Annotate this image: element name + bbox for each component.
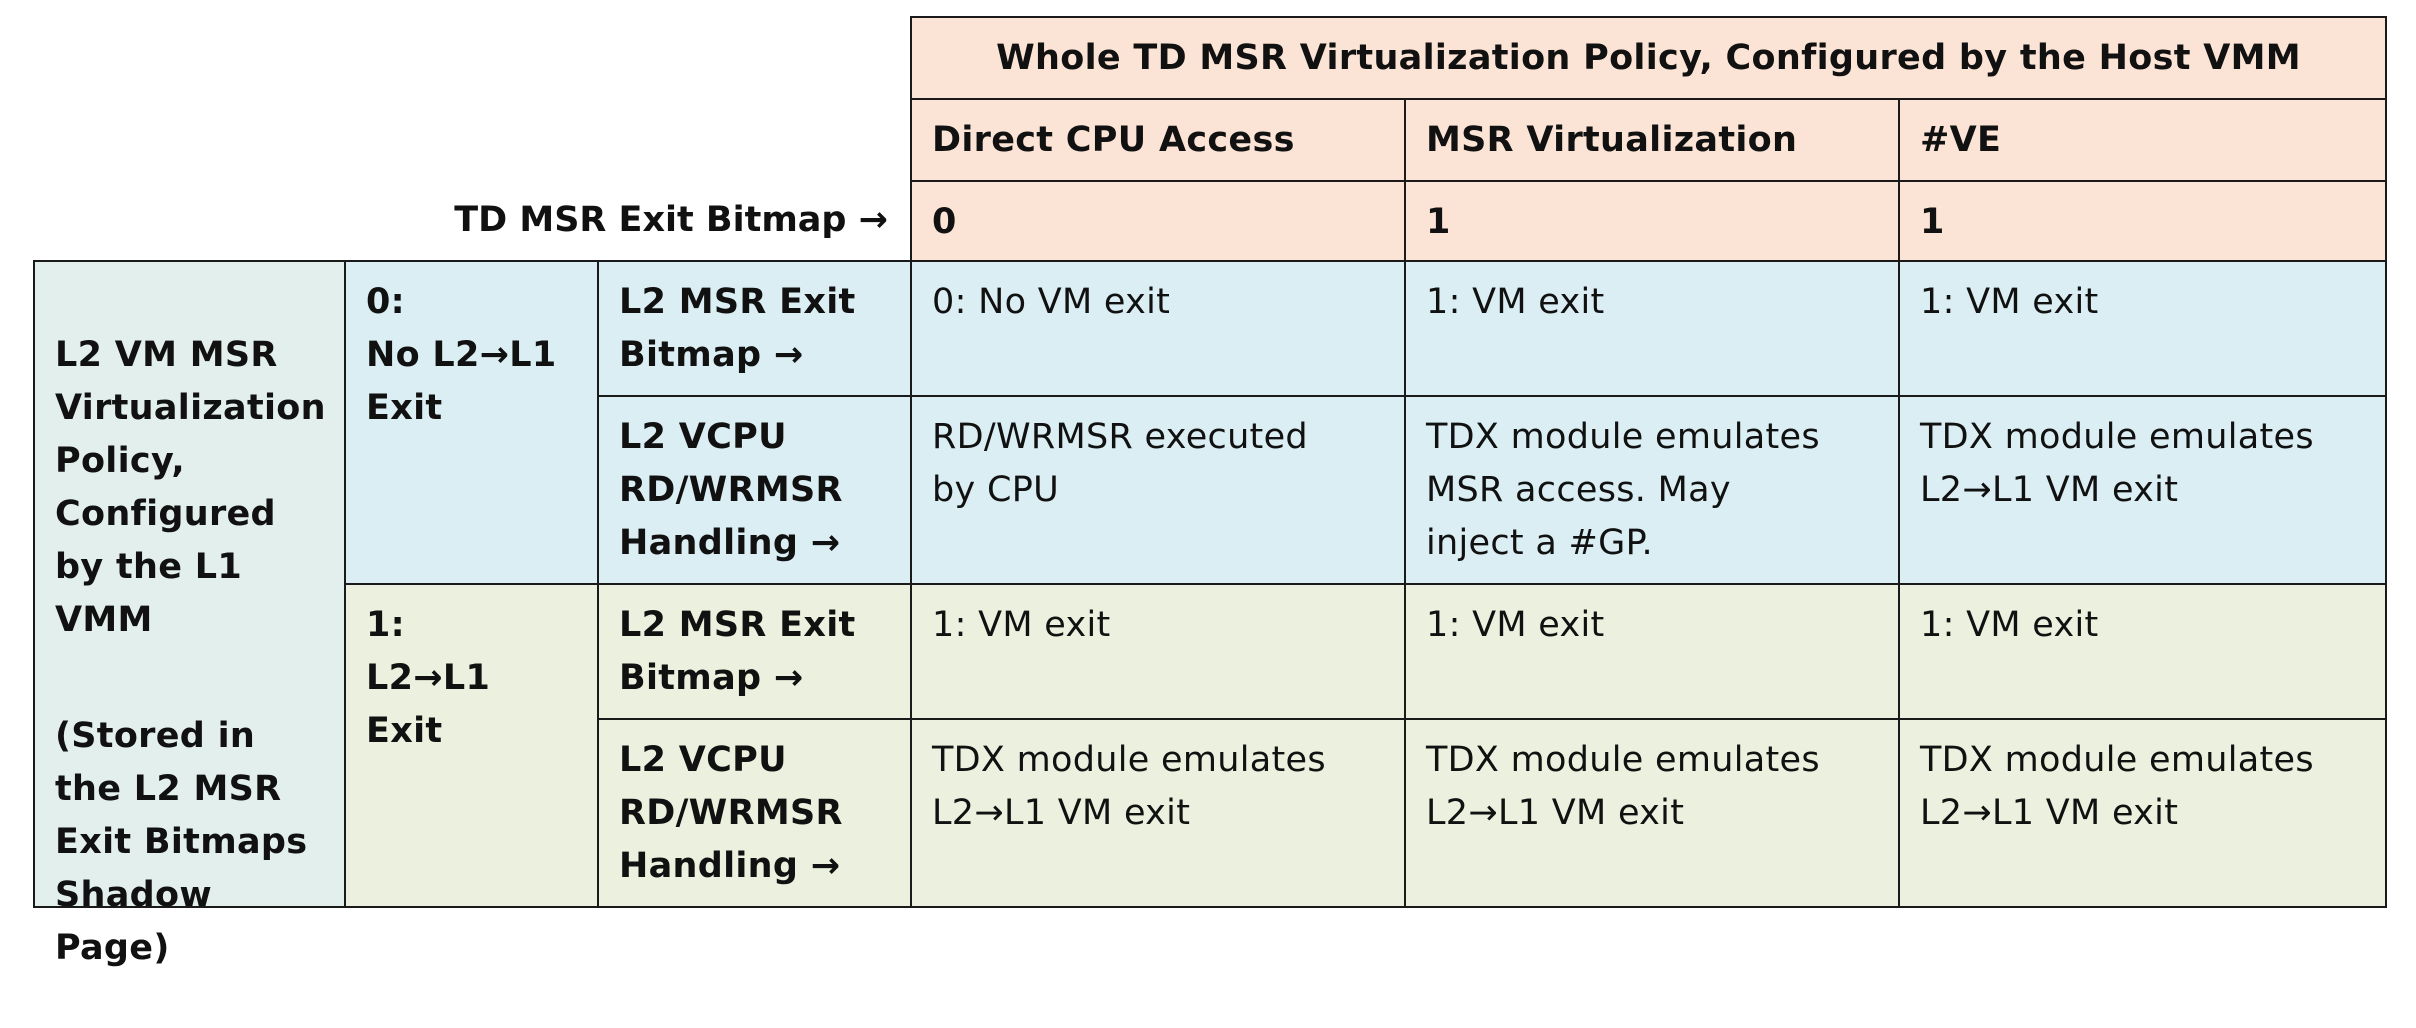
cell-g1-handling-ve: TDX module emulates L2→L1 VM exit <box>1898 718 2387 908</box>
l2-vm-msr-policy-note: (Stored in the L2 MSR Exit Bitmaps Shado… <box>55 716 308 968</box>
group-label-no-exit: 0: No L2→L1 Exit <box>344 260 599 585</box>
cell-g1-handling-msr-virt: TDX module emulates L2→L1 VM exit <box>1404 718 1900 908</box>
cell-g1-bitmap-direct: 1: VM exit <box>910 583 1406 720</box>
cell-g1-handling-direct: TDX module emulates L2→L1 VM exit <box>910 718 1406 908</box>
policy-header: Whole TD MSR Virtualization Policy, Conf… <box>910 16 2387 100</box>
cell-g0-handling-ve: TDX module emulates L2→L1 VM exit <box>1898 395 2387 585</box>
cell-g1-bitmap-msr-virt: 1: VM exit <box>1404 583 1900 720</box>
cell-g0-bitmap-direct: 0: No VM exit <box>910 260 1406 397</box>
cell-g0-bitmap-msr-virt: 1: VM exit <box>1404 260 1900 397</box>
row-label-l2-msr-exit-bitmap: L2 MSR Exit Bitmap → <box>597 583 912 720</box>
column-header-ve: #VE <box>1898 98 2387 182</box>
td-bitmap-value-msr-virt: 1 <box>1404 180 1900 262</box>
l2-vm-msr-policy-title: L2 VM MSR Virtualization Policy, Configu… <box>55 335 326 640</box>
cell-g0-handling-direct: RD/WRMSR executed by CPU <box>910 395 1406 585</box>
cell-g0-bitmap-ve: 1: VM exit <box>1898 260 2387 397</box>
cell-g0-handling-msr-virt: TDX module emulates MSR access. May inje… <box>1404 395 1900 585</box>
td-bitmap-value-direct: 0 <box>910 180 1406 262</box>
row-label-l2-vcpu-handling: L2 VCPU RD/WRMSR Handling → <box>597 718 912 908</box>
column-header-direct-cpu-access: Direct CPU Access <box>910 98 1406 182</box>
l2-vm-msr-policy-label: L2 VM MSR Virtualization Policy, Configu… <box>33 260 346 968</box>
group-label-l2-l1-exit: 1: L2→L1 Exit <box>344 583 599 908</box>
cell-g1-bitmap-ve: 1: VM exit <box>1898 583 2387 720</box>
td-bitmap-value-ve: 1 <box>1898 180 2387 262</box>
td-msr-exit-bitmap-label: TD MSR Exit Bitmap → <box>454 200 888 240</box>
row-label-l2-msr-exit-bitmap: L2 MSR Exit Bitmap → <box>597 260 912 397</box>
row-label-l2-vcpu-handling: L2 VCPU RD/WRMSR Handling → <box>597 395 912 585</box>
column-header-msr-virtualization: MSR Virtualization <box>1404 98 1900 182</box>
